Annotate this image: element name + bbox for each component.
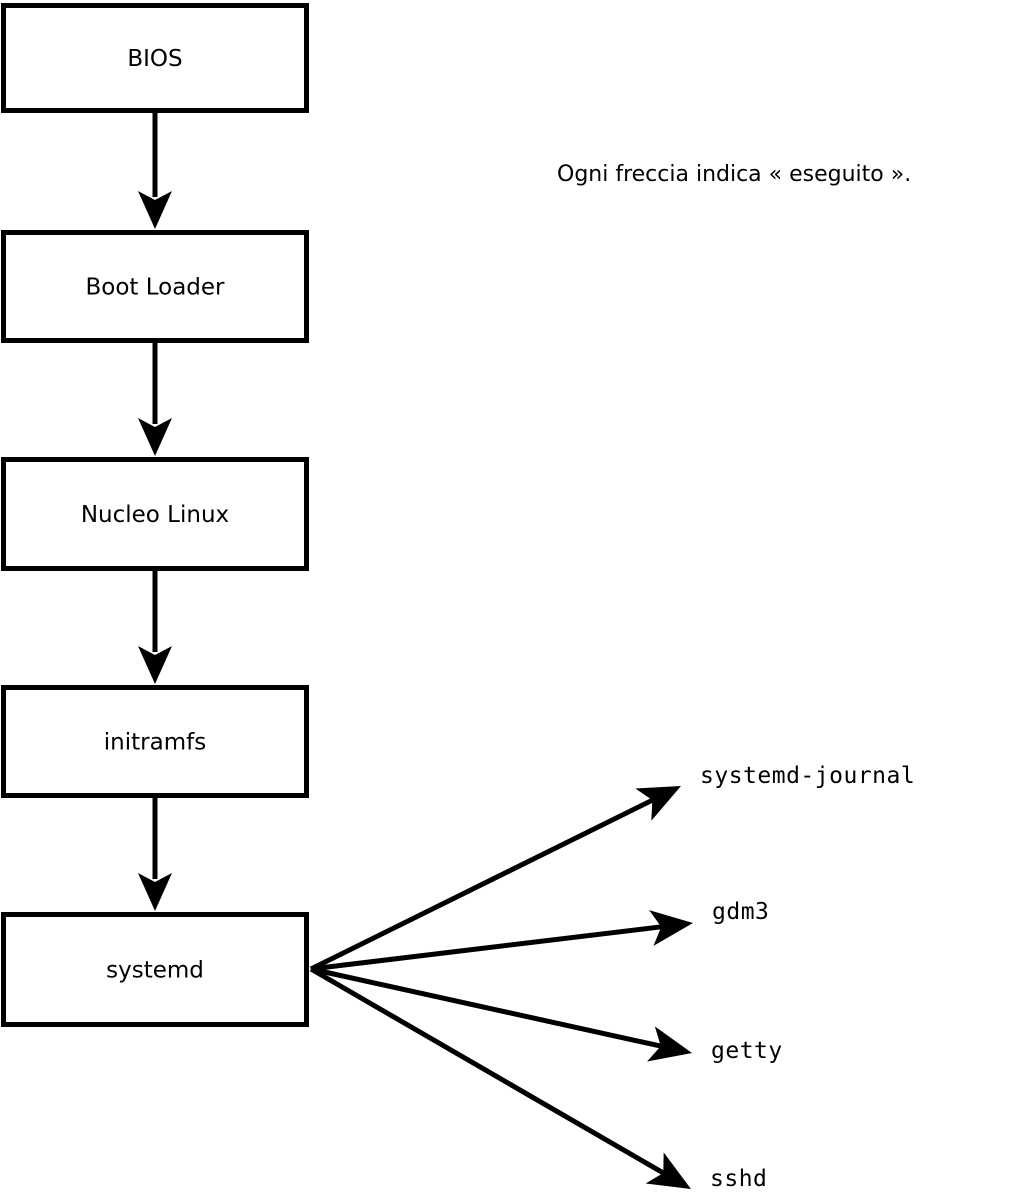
process-box-label-bootloader: Boot Loader — [85, 275, 225, 301]
arrow-systemd-to-gdm3 — [310, 910, 693, 972]
arrow-systemd-to-sshd — [309, 966, 691, 1189]
arrow-bios-to-bootloader — [138, 113, 172, 229]
process-box-kernel[interactable] — [1, 457, 309, 571]
process-box-bootloader[interactable] — [1, 230, 309, 343]
service-label-systemd-journal: systemd-journal — [700, 763, 915, 789]
service-label-getty: getty — [711, 1038, 783, 1064]
process-box-label-bios: BIOS — [127, 46, 182, 72]
process-box-label-initramfs: initramfs — [104, 730, 206, 756]
process-box-label-kernel: Nucleo Linux — [81, 502, 229, 528]
arrow-bootloader-to-kernel — [138, 343, 172, 456]
service-label-sshd: sshd — [710, 1166, 767, 1192]
process-box-bios[interactable] — [1, 3, 309, 113]
arrow-systemd-to-getty — [310, 966, 692, 1062]
arrow-systemd-to-systemd-journal — [309, 786, 681, 972]
service-label-gdm3: gdm3 — [712, 899, 769, 925]
connector-layer — [138, 113, 693, 1189]
arrow-initramfs-to-systemd — [138, 798, 172, 911]
process-box-layer — [1, 3, 309, 1027]
process-box-systemd[interactable] — [1, 912, 309, 1027]
arrow-kernel-to-initramfs — [138, 571, 172, 684]
process-box-initramfs[interactable] — [1, 685, 309, 798]
process-box-label-systemd: systemd — [106, 958, 204, 984]
